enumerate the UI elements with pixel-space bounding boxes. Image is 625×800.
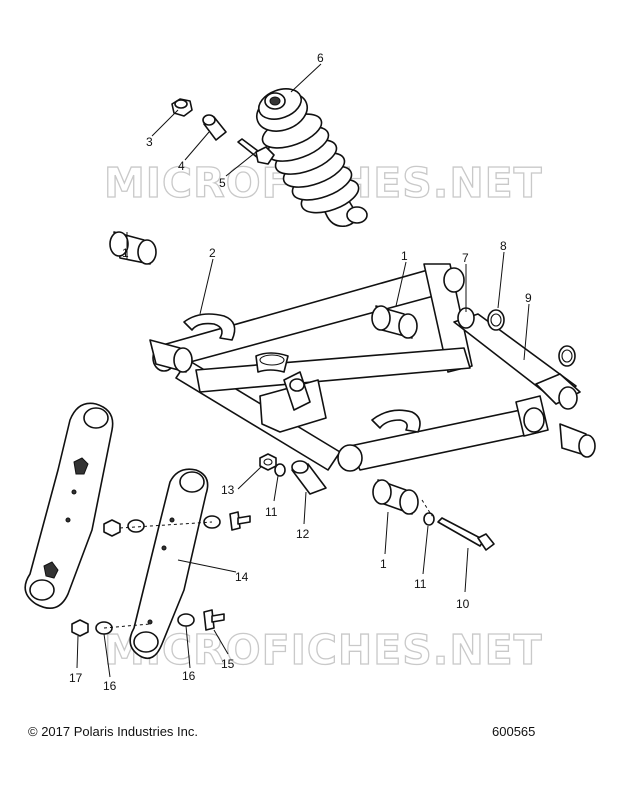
shock-absorber[interactable] — [251, 83, 368, 228]
washer-11-a[interactable] — [274, 463, 286, 477]
callout-11-a: 11 — [265, 505, 278, 519]
callout-5: 5 — [219, 176, 226, 190]
callout-10: 10 — [456, 597, 470, 611]
callout-12: 12 — [296, 527, 310, 541]
link-arm-left[interactable] — [24, 402, 114, 610]
bushing-1-right-lower[interactable] — [559, 423, 596, 458]
callout-2: 2 — [209, 246, 216, 260]
callout-16-a: 16 — [103, 679, 117, 693]
bolt-link-upper[interactable] — [229, 511, 251, 531]
callout-16-b: 16 — [182, 669, 196, 683]
washer-link-upper[interactable] — [127, 519, 145, 533]
washer-8-b[interactable] — [558, 345, 576, 367]
washer-16-b[interactable] — [177, 613, 195, 627]
bushing-1-left-lower — [149, 339, 193, 373]
bolt-5[interactable] — [237, 138, 275, 165]
diagram-number: 600565 — [492, 724, 536, 739]
bushing-4[interactable] — [202, 114, 227, 141]
nut-link-upper[interactable] — [103, 519, 121, 537]
callout-17: 17 — [69, 671, 83, 685]
nut-3[interactable] — [171, 98, 193, 117]
callout-1-a: 1 — [122, 246, 129, 260]
nut-17[interactable] — [71, 619, 89, 637]
nut-13[interactable] — [259, 453, 277, 471]
callout-8: 8 — [500, 239, 507, 253]
callout-13: 13 — [221, 483, 235, 497]
bolt-10[interactable] — [437, 517, 495, 551]
callout-4: 4 — [178, 159, 185, 173]
callout-1-b: 1 — [401, 249, 408, 263]
copyright-text: © 2017 Polaris Industries Inc. — [28, 724, 198, 739]
callout-3: 3 — [146, 135, 153, 149]
callout-1-c: 1 — [380, 557, 387, 571]
bushing-1-left[interactable] — [109, 231, 157, 265]
callout-9: 9 — [525, 291, 532, 305]
spacer-12[interactable] — [291, 460, 327, 495]
leader-lines — [76, 63, 530, 678]
shaft-7[interactable] — [453, 307, 581, 410]
bolt-15[interactable] — [203, 609, 225, 631]
washer-8[interactable] — [487, 309, 505, 331]
callout-14: 14 — [235, 570, 249, 584]
a-arm-frame[interactable] — [151, 263, 549, 472]
callout-numbers: 6 3 4 5 1 2 1 8 7 9 13 11 12 1 11 10 14 … — [69, 51, 532, 693]
callout-15: 15 — [221, 657, 235, 671]
watermark-bottom: MICROFICHES.NET — [104, 626, 543, 674]
callout-11-b: 11 — [414, 577, 427, 591]
bushing-1-bottom[interactable] — [372, 479, 419, 515]
callout-6: 6 — [317, 51, 324, 65]
bushing-1-upper-right[interactable] — [371, 305, 418, 339]
callout-7: 7 — [462, 251, 469, 265]
link-arm-right[interactable] — [129, 468, 209, 660]
washer-11-b[interactable] — [423, 512, 435, 526]
